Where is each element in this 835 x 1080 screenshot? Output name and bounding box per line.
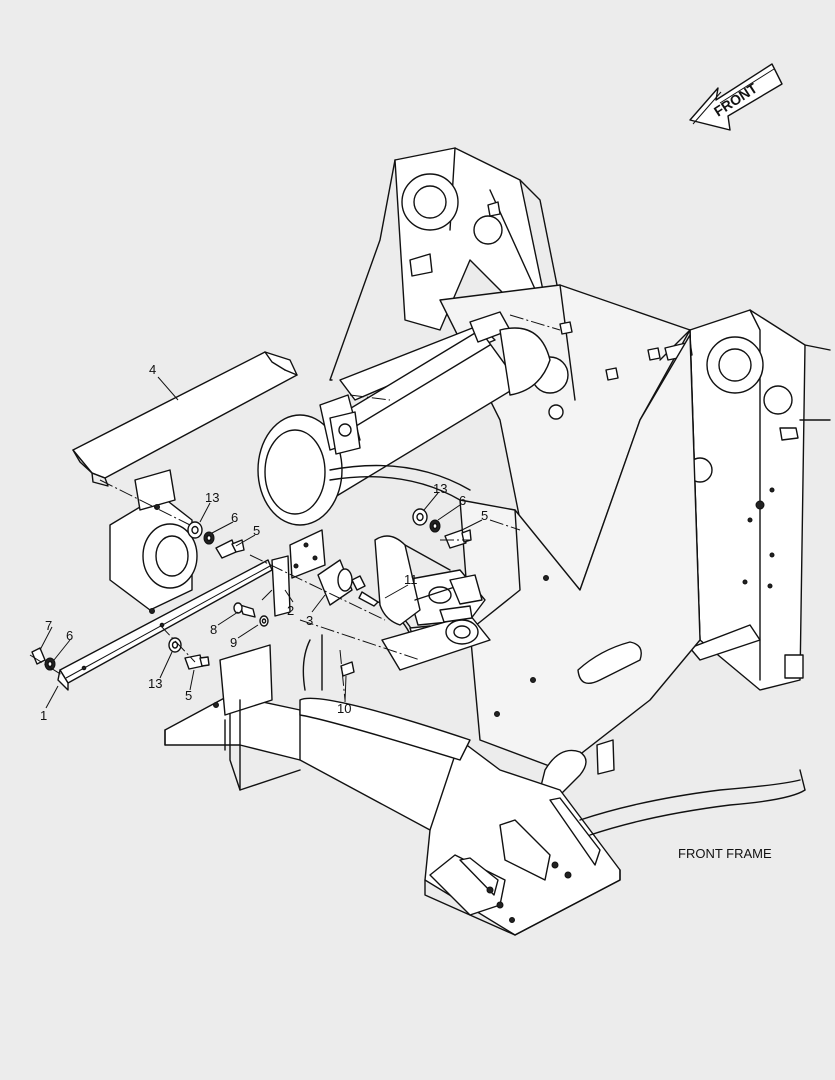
callout-5-lower: 5 [185, 688, 192, 703]
callout-13-lower: 13 [148, 676, 162, 691]
callout-1: 1 [40, 708, 47, 723]
fasteners [31, 508, 472, 677]
callout-6-left: 6 [66, 628, 73, 643]
part-4-cover [72, 351, 298, 487]
callout-9: 9 [230, 635, 237, 650]
callout-13-upper-right: 13 [433, 481, 447, 496]
callout-7: 7 [45, 618, 52, 633]
callout-2: 2 [287, 603, 294, 618]
callout-6-upper-left: 6 [231, 510, 238, 525]
callout-10: 10 [337, 701, 351, 716]
front-direction-arrow: FRONT [689, 63, 783, 131]
callout-11: 11 [404, 572, 418, 587]
callout-numbers: 4 13 6 5 13 6 5 11 2 3 8 9 7 6 1 13 5 10 [40, 362, 488, 723]
part-2-plate [271, 529, 326, 617]
callout-13-upper-left: 13 [205, 490, 219, 505]
callout-3: 3 [306, 613, 313, 628]
callout-5-upper-left: 5 [253, 523, 260, 538]
part-3-sensor [317, 559, 366, 606]
hydraulic-cylinder [109, 311, 551, 614]
diagram-title: FRONT FRAME [678, 846, 772, 861]
front-frame-body [164, 147, 831, 936]
center-lines [29, 314, 561, 701]
callout-4: 4 [149, 362, 156, 377]
callout-8: 8 [210, 622, 217, 637]
callout-leaders [39, 376, 483, 709]
callout-5-upper-right: 5 [481, 508, 488, 523]
bolt-5a [215, 539, 237, 559]
callout-6-upper-right: 6 [459, 493, 466, 508]
